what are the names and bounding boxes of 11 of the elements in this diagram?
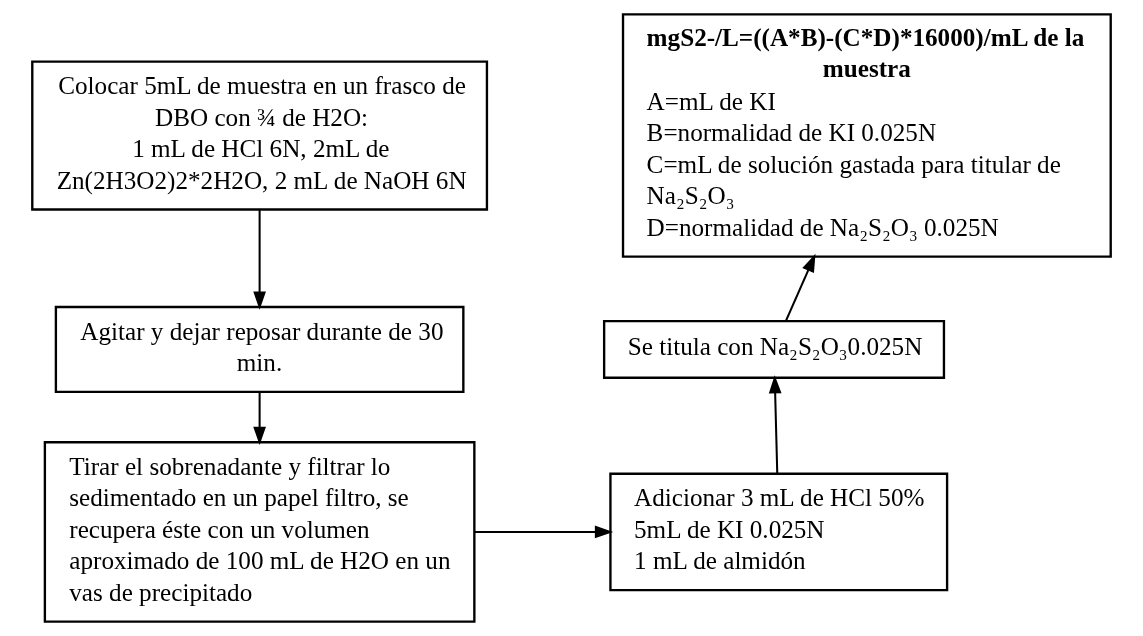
node-box: Adicionar 3 mL de HCl 50% 5mL de KI 0.025N 1 mL de almidón — [609, 472, 949, 592]
node-box: Tirar el sobrenadante y filtrar lo sedimentado en un papel filtro, se recupera éste con un volumen aproximado de 100 mL de H2O en un vas de precipitado — [43, 441, 476, 623]
arrow — [253, 392, 266, 445]
arrow — [253, 209, 266, 310]
arrow — [785, 253, 816, 322]
node-box: Agitar y dejar reposar durante de 30 min. — [54, 305, 465, 394]
node-box: Se titula con Na₂S₂O₃0.025N — [602, 319, 946, 379]
arrow — [768, 375, 782, 474]
arrow — [474, 525, 614, 539]
node-box: Colocar 5mL de muestra en un frasco de DBO con ¾ de H2O: 1 mL de HCl 6N, 2mL de Zn(2H3O2)2*2H2O, 2 mL de NaOH 6N — [31, 60, 489, 211]
node-box: mgS2-/L=((A*B)-(C*D)*16000)/mL de la muestra A=mL de KI B=normalidad de KI 0.025N C=mL de solución gastada para titular de Na₂S₂O₃ D=normalidad de Na₂S₂O₃ 0.025N — [621, 13, 1112, 258]
